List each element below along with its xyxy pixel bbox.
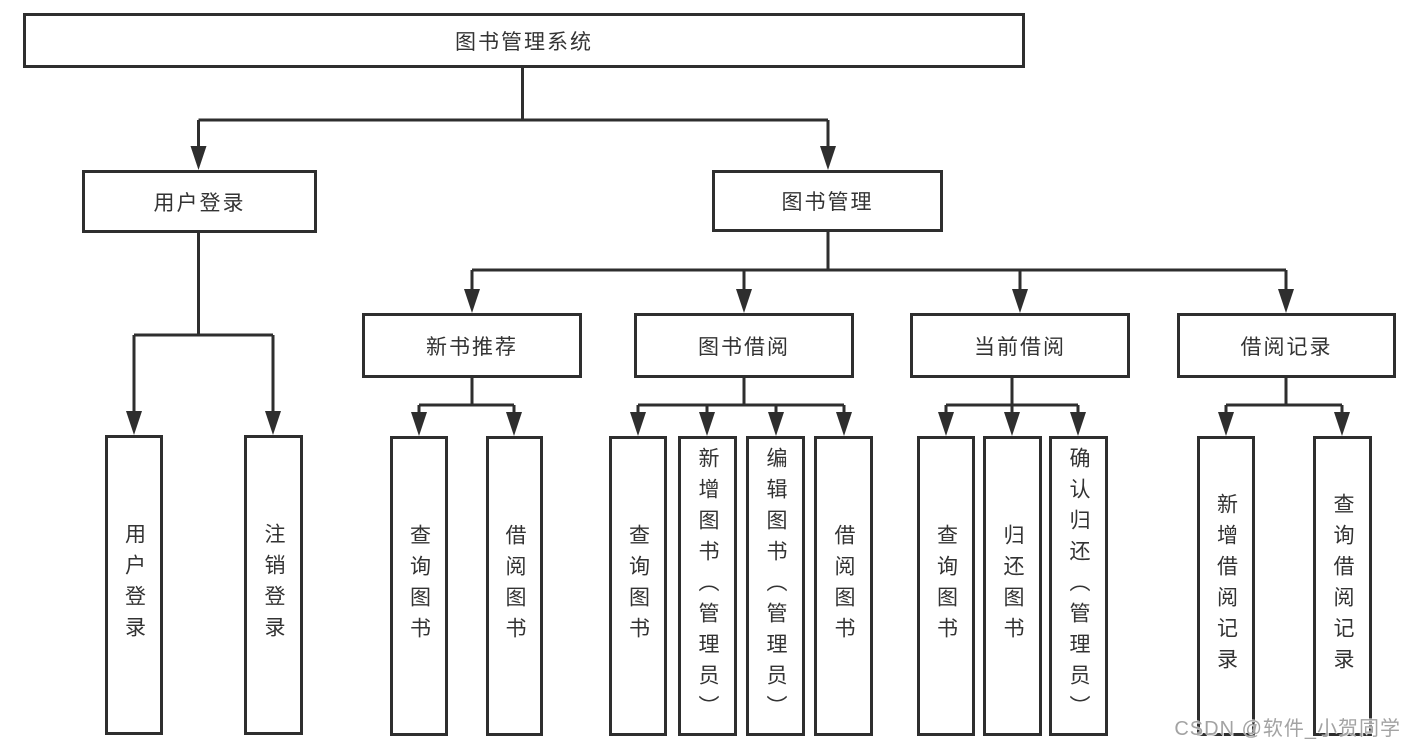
leaf-logout: 注销登录 [244,435,303,735]
leaf-add-book-admin: 新增图书（管理员） [678,436,737,736]
arrowhead-down-icon [1012,289,1028,313]
node-borrow-records: 借阅记录 [1177,313,1396,378]
node-book-borrow: 图书借阅 [634,313,854,378]
leaf-confirm-return-admin: 确认归还（管理员） [1049,436,1108,736]
leaf-user-login: 用户登录 [105,435,163,735]
arrowhead-down-icon [1070,412,1086,436]
leaf-borrow-books-recommend-label: 借阅图书 [503,524,527,648]
leaf-return-book-label: 归还图书 [1001,524,1025,648]
arrowhead-down-icon [1218,412,1234,436]
leaf-borrow-books: 借阅图书 [814,436,873,736]
node-current-borrow: 当前借阅 [910,313,1130,378]
leaf-query-books-borrow: 查询图书 [609,436,667,736]
node-current-borrow-label: 当前借阅 [974,335,1066,359]
arrowhead-down-icon [836,412,852,436]
csdn-watermark: CSDN @软件_小贺同学 [1174,718,1401,740]
node-user-login-label: 用户登录 [153,191,246,215]
node-root: 图书管理系统 [23,13,1025,68]
arrowhead-down-icon [630,412,646,436]
node-root-label: 图书管理系统 [455,30,593,54]
arrowhead-down-icon [938,412,954,436]
leaf-query-books-borrow-label: 查询图书 [626,524,650,648]
leaf-user-login-label: 用户登录 [122,523,146,647]
leaf-borrow-books-recommend: 借阅图书 [486,436,543,736]
node-borrow-records-label: 借阅记录 [1240,335,1333,359]
node-user-login: 用户登录 [82,170,317,233]
leaf-add-borrow-record: 新增借阅记录 [1197,436,1255,736]
leaf-query-books-current: 查询图书 [917,436,975,736]
arrowhead-down-icon [190,146,207,170]
arrowhead-down-icon [464,289,480,313]
leaf-query-books-recommend-label: 查询图书 [407,524,431,648]
node-book-borrow-label: 图书借阅 [698,335,790,359]
arrowhead-down-icon [1278,289,1294,313]
node-new-book-recommend-label: 新书推荐 [426,335,518,359]
arrowhead-down-icon [1334,412,1350,436]
leaf-query-borrow-record-label: 查询借阅记录 [1331,493,1355,679]
leaf-add-book-admin-label: 新增图书（管理员） [696,446,720,726]
arrowhead-down-icon [820,146,836,170]
arrowhead-down-icon [768,412,784,436]
leaf-return-book: 归还图书 [983,436,1042,736]
leaf-add-borrow-record-label: 新增借阅记录 [1214,493,1238,679]
leaf-edit-book-admin-label: 编辑图书（管理员） [764,446,788,726]
node-new-book-recommend: 新书推荐 [362,313,582,378]
arrowhead-down-icon [1004,412,1020,436]
leaf-query-borrow-record: 查询借阅记录 [1313,436,1372,736]
node-book-management-label: 图书管理 [781,191,874,214]
leaf-edit-book-admin: 编辑图书（管理员） [746,436,805,736]
leaf-confirm-return-admin-label: 确认归还（管理员） [1067,446,1091,726]
leaf-logout-label: 注销登录 [262,523,286,647]
leaf-borrow-books-label: 借阅图书 [832,524,856,648]
arrowhead-down-icon [411,412,427,436]
arrowhead-down-icon [506,412,522,436]
arrowhead-down-icon [736,289,752,313]
arrowhead-down-icon [126,411,142,435]
leaf-query-books-recommend: 查询图书 [390,436,448,736]
leaf-query-books-current-label: 查询图书 [934,524,958,648]
arrowhead-down-icon [699,412,715,436]
node-book-management: 图书管理 [712,170,943,232]
arrowhead-down-icon [265,411,281,435]
